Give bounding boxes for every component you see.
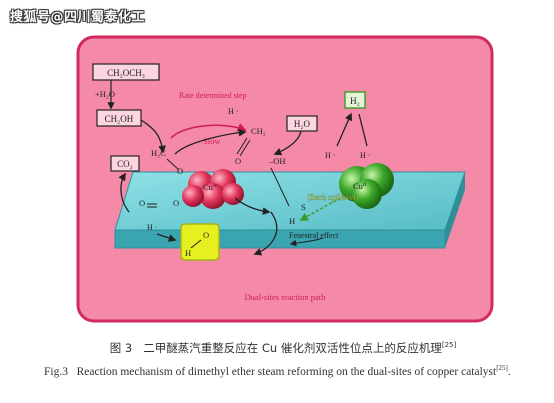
dual-sites-label: Dual-sites reaction path: [245, 292, 326, 302]
caption-chinese: 图 3 二甲醚蒸汽重整反应在 Cu 催化剂双活性位点上的反应机理[25]: [0, 340, 554, 356]
co2-label: CO₂: [117, 159, 133, 169]
s-atom: S: [301, 202, 306, 212]
h-atom: H: [289, 216, 295, 226]
dme-box: [92, 63, 160, 81]
oh-label: –OH: [268, 156, 286, 166]
slow-label: Slow: [203, 136, 221, 146]
fenestral-effect-label: Fenestral effect: [289, 231, 339, 240]
h2-label: H₂: [350, 96, 360, 106]
rate-step-label: Rate determined step: [179, 91, 247, 100]
reaction-mechanism-diagram: CH₃OCH₃ +H₂O CH₂OH CO₂ Rate determined s…: [76, 35, 494, 323]
h-dot-right2: H ·: [360, 151, 370, 160]
caption-en-prefix: Fig.3: [44, 365, 68, 378]
ch2-label: CH₂: [251, 126, 266, 136]
dme-label: CH₃OCH₃: [107, 68, 145, 78]
cu-zero-site: [339, 163, 394, 209]
h-dot-left: H ·: [147, 223, 157, 232]
o-right-atom: O: [203, 230, 209, 240]
caption-en-ref: [25]: [496, 364, 508, 372]
h-dot-right: H ·: [325, 151, 335, 160]
methanol-label: CH₂OH: [105, 114, 134, 124]
o-box-atom: O: [139, 198, 145, 208]
h-dot-top: H ·: [228, 107, 238, 116]
watermark-text: 搜狐号@四川蜀泰化工: [10, 10, 146, 25]
co2-box: [110, 155, 140, 172]
h2o-label: H₂O: [294, 119, 311, 129]
cu-plus-label: Cu⁺: [203, 182, 217, 192]
o-mid-atom: O: [235, 156, 241, 166]
cu-plus-site: [182, 169, 244, 209]
c-dbl-atom: O: [173, 198, 179, 208]
back-spillover-label: (Back spillover): [307, 193, 359, 202]
water-addition-label: +H₂O: [95, 89, 115, 99]
h2o-box: [286, 115, 318, 132]
methanol-box: [96, 109, 142, 127]
caption-cn-prefix: 图 3: [109, 341, 133, 355]
caption-cn-text: 二甲醚蒸汽重整反应在 Cu 催化剂双活性位点上的反应机理: [143, 341, 442, 355]
caption-english: Fig.3 Reaction mechanism of dimethyl eth…: [44, 364, 511, 378]
caption-en-end: .: [507, 365, 511, 378]
cu-zero-label: Cu⁰: [353, 181, 367, 191]
h3c-label: H₃C: [151, 148, 166, 158]
h-box-atom: H: [185, 248, 191, 258]
caption-cn-ref: [25]: [441, 341, 457, 350]
h2-box: [344, 91, 366, 109]
caption-en-text: Reaction mechanism of dimethyl ether ste…: [76, 365, 497, 378]
o-left-atom: O: [177, 166, 183, 176]
yellow-intermediate-box: [180, 223, 220, 261]
